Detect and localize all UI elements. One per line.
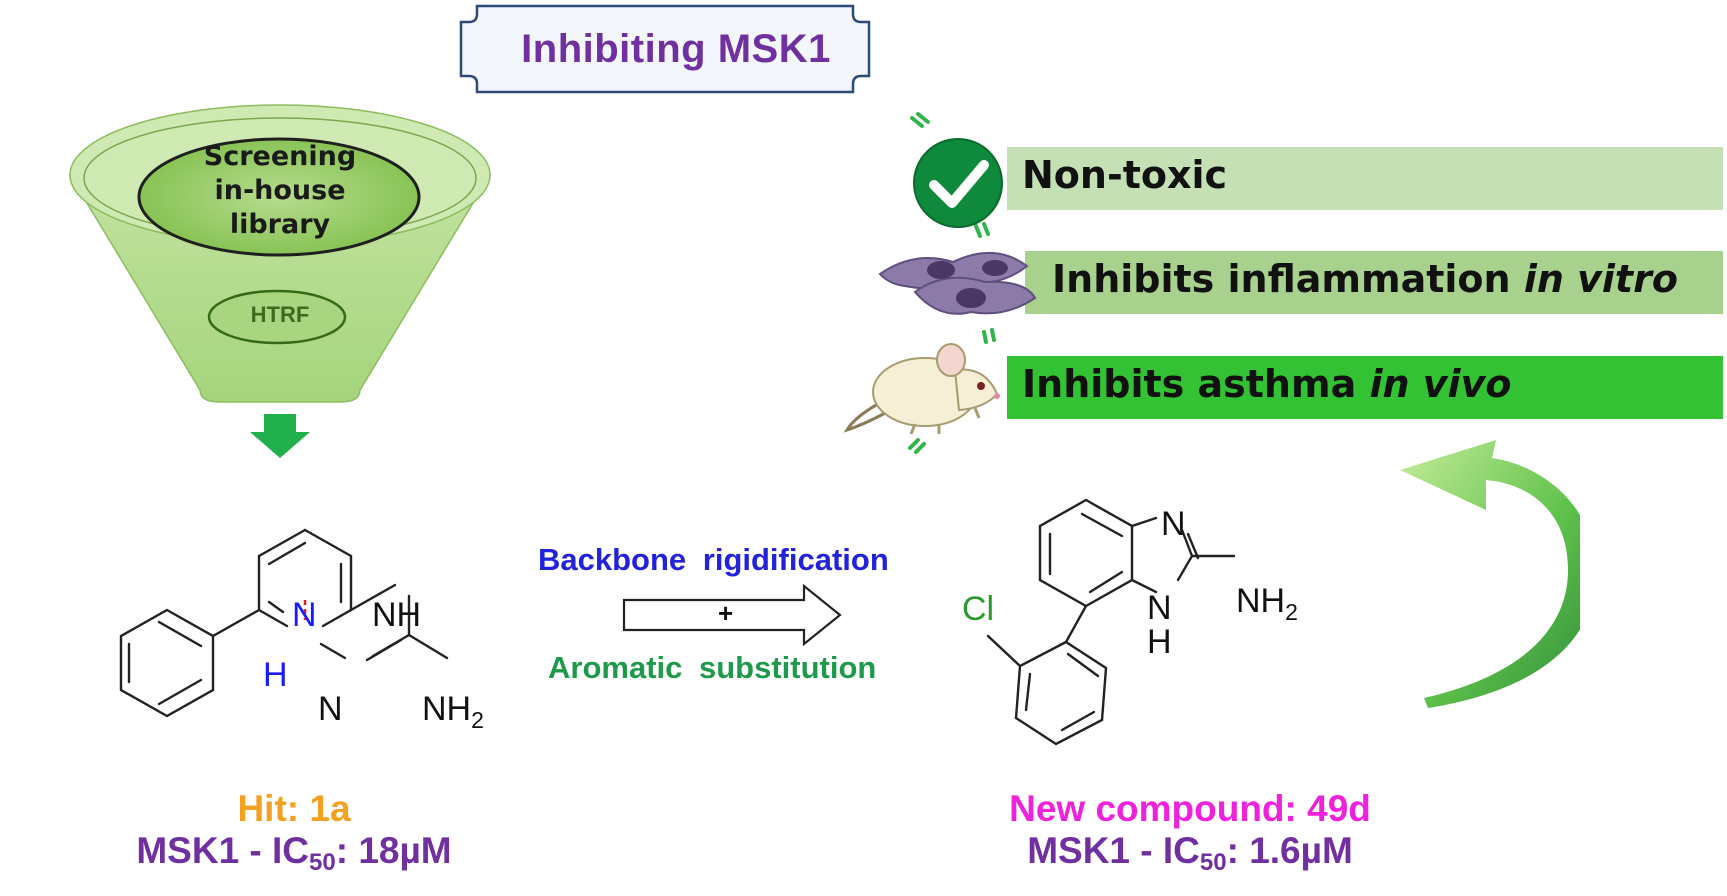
screening-line-3: library — [229, 209, 331, 240]
screening-label: Screening in-house library — [150, 140, 410, 242]
transformation-top-label: Backbone rigidification — [538, 542, 889, 577]
new-atom-n-bottom: N — [1147, 589, 1172, 627]
new-ic50-value: : 1.6µM — [1226, 830, 1353, 871]
new-atom-nh2: NH2 — [1236, 582, 1298, 626]
benefit-label: Inhibits inflammation — [1052, 257, 1524, 301]
new-atom-n-top: N — [1161, 505, 1186, 543]
curved-arrow-icon — [1400, 440, 1580, 708]
benefit-text-non-toxic: Non-toxic — [1022, 153, 1227, 197]
benefit-label-italic: in vitro — [1523, 257, 1678, 301]
down-arrow-icon — [250, 414, 310, 458]
title-box — [459, 4, 871, 94]
benefit-label: Inhibits asthma — [1022, 362, 1370, 406]
hit-atom-n-ring: N — [292, 596, 317, 634]
benefit-bar-in-vivo — [1007, 356, 1723, 419]
hit-name-text: Hit: 1a — [237, 788, 351, 829]
new-atom-cl: Cl — [962, 590, 995, 628]
benefit-label: Non-toxic — [1022, 153, 1228, 197]
screening-funnel — [69, 104, 491, 403]
hit-atom-n: N — [318, 690, 343, 728]
hit-ic50-value: : 18µM — [335, 830, 452, 871]
connector-dashes — [908, 112, 996, 454]
transformation-arrow — [622, 583, 842, 647]
mouse-icon — [843, 343, 1000, 435]
benefit-text-in-vivo: Inhibits asthma in vivo — [1022, 362, 1511, 406]
new-ic50-prefix: MSK1 - IC — [1027, 830, 1200, 871]
new-molecule-structure — [986, 498, 1236, 746]
hit-name: Hit: 1a — [40, 788, 548, 830]
benefit-label-italic: in vivo — [1369, 362, 1512, 406]
benefit-bar-non-toxic — [1007, 147, 1723, 210]
benefit-bar-in-vitro — [1025, 251, 1723, 314]
hit-molecule-structure — [119, 528, 449, 718]
new-compound-ic50: MSK1 - IC50: 1.6µM — [940, 830, 1440, 877]
screening-line-2: in-house — [214, 175, 346, 206]
hit-atom-nh2-sub: 2 — [471, 706, 484, 733]
new-compound-name-text: New compound: 49d — [1009, 788, 1371, 829]
diagram-title: Inhibiting MSK1 — [521, 26, 831, 71]
hit-atom-nh2: NH2 — [422, 690, 484, 734]
new-atom-nh2-base: NH — [1236, 582, 1286, 620]
new-ic50-sub: 50 — [1199, 849, 1227, 876]
check-icon — [913, 138, 1003, 228]
benefit-text-in-vitro: Inhibits inflammation in vitro — [1052, 257, 1678, 301]
new-atom-h-bottom: H — [1147, 623, 1172, 661]
hit-atom-nh2-base: NH — [422, 690, 472, 728]
htrf-label: HTRF — [250, 302, 310, 327]
screening-line-1: Screening — [203, 141, 357, 172]
hit-atom-nh: NH — [372, 596, 422, 634]
hit-ic50: MSK1 - IC50: 18µM — [40, 830, 548, 877]
hit-atom-h: H — [263, 656, 288, 694]
new-compound-name: New compound: 49d — [940, 788, 1440, 830]
hit-ic50-prefix: MSK1 - IC — [136, 830, 310, 871]
hit-ic50-sub: 50 — [309, 849, 336, 876]
transformation-bottom-label: Aromatic substitution — [548, 650, 877, 685]
transformation-plus: + — [718, 598, 734, 628]
new-atom-nh2-sub: 2 — [1285, 598, 1298, 625]
cells-icon — [878, 252, 1037, 315]
